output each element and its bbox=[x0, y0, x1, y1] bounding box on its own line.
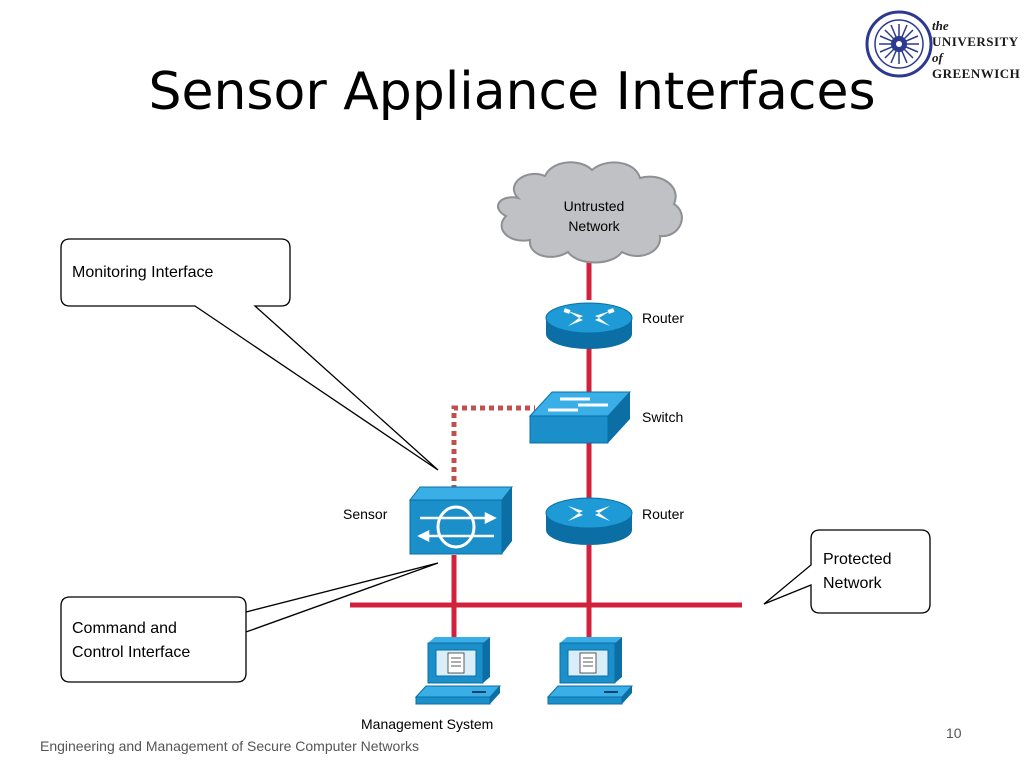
slide-title: Sensor Appliance Interfaces bbox=[148, 62, 876, 122]
page-number: 10 bbox=[946, 725, 962, 741]
network-links bbox=[350, 255, 742, 645]
management-system-label: Management System bbox=[361, 716, 494, 732]
callout-monitoring bbox=[60, 238, 439, 471]
protected-network-line2: Network bbox=[823, 575, 882, 592]
logo-line-greenwich: GREENWICH bbox=[932, 66, 1021, 81]
switch-icon bbox=[528, 391, 632, 444]
university-seal-logo bbox=[865, 10, 933, 78]
callout-command-control bbox=[60, 562, 439, 683]
monitoring-interface-text: Monitoring Interface bbox=[72, 264, 214, 281]
switch-label: Switch bbox=[642, 409, 684, 425]
monitoring-link bbox=[451, 405, 535, 490]
logo-line-university: UNIVERSITY bbox=[932, 34, 1019, 49]
router-top-label: Router bbox=[642, 310, 685, 326]
protected-network-text: Protected Network bbox=[823, 548, 891, 596]
router-bottom-label: Router bbox=[642, 506, 685, 522]
sensor-appliance-icon bbox=[408, 486, 514, 555]
command-control-text: Command and Control Interface bbox=[72, 617, 190, 665]
protected-network-line1: Protected bbox=[823, 551, 892, 568]
university-logo-text: the UNIVERSITY of GREENWICH bbox=[932, 18, 1020, 82]
callout-protected-network bbox=[763, 529, 931, 614]
workstation-icon bbox=[546, 637, 634, 705]
command-control-line1: Command and bbox=[72, 620, 177, 637]
command-control-line2: Control Interface bbox=[72, 644, 191, 661]
cloud-label-line1: Untrusted bbox=[563, 198, 625, 214]
sensor-label: Sensor bbox=[343, 506, 388, 522]
logo-line-of: of bbox=[932, 50, 943, 65]
router-top-icon bbox=[545, 302, 633, 349]
management-workstation-icon bbox=[414, 637, 502, 705]
logo-line-the: the bbox=[932, 18, 949, 33]
router-bottom-icon bbox=[545, 497, 633, 545]
cloud-label: Untrusted Network bbox=[540, 196, 648, 236]
slide-footer: Engineering and Management of Secure Com… bbox=[40, 738, 419, 754]
untrusted-network-cloud-icon bbox=[497, 161, 683, 264]
cloud-label-line2: Network bbox=[568, 218, 620, 234]
